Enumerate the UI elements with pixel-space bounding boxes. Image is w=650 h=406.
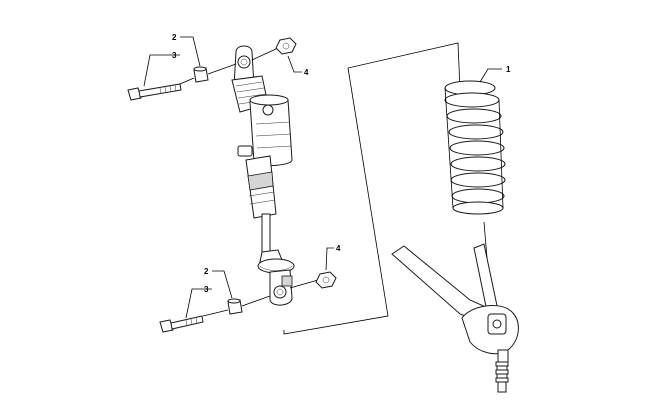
bolt-top	[127, 83, 182, 101]
callout-spring: 1	[506, 65, 511, 74]
axis-line-bottom-3	[289, 279, 319, 289]
a-arm	[391, 243, 519, 393]
bolt-bottom	[159, 315, 204, 333]
spacer-top	[193, 66, 209, 83]
axis-line-top-2	[207, 63, 237, 75]
leader-lines	[143, 36, 502, 319]
assembly-frame-line	[283, 42, 461, 335]
axis-line-bottom	[202, 309, 229, 317]
callout-bolt-top: 3	[172, 51, 177, 60]
axis-line-top-3	[251, 47, 279, 61]
callout-nut-bottom: 4	[336, 244, 341, 253]
shock-absorber	[231, 45, 295, 306]
axis-line-bottom-2	[241, 295, 271, 307]
callout-bolt-bottom: 3	[204, 285, 209, 294]
nut-top	[275, 37, 297, 55]
spacer-bottom	[227, 298, 243, 315]
coil-spring	[444, 80, 506, 215]
axis-line-top	[179, 77, 195, 85]
callout-spacer-bottom: 2	[204, 267, 209, 276]
ball-joint-stud	[495, 361, 509, 393]
nut-bottom	[315, 271, 337, 289]
callout-spacer-top: 2	[172, 33, 177, 42]
callout-nut-top: 4	[304, 68, 309, 77]
